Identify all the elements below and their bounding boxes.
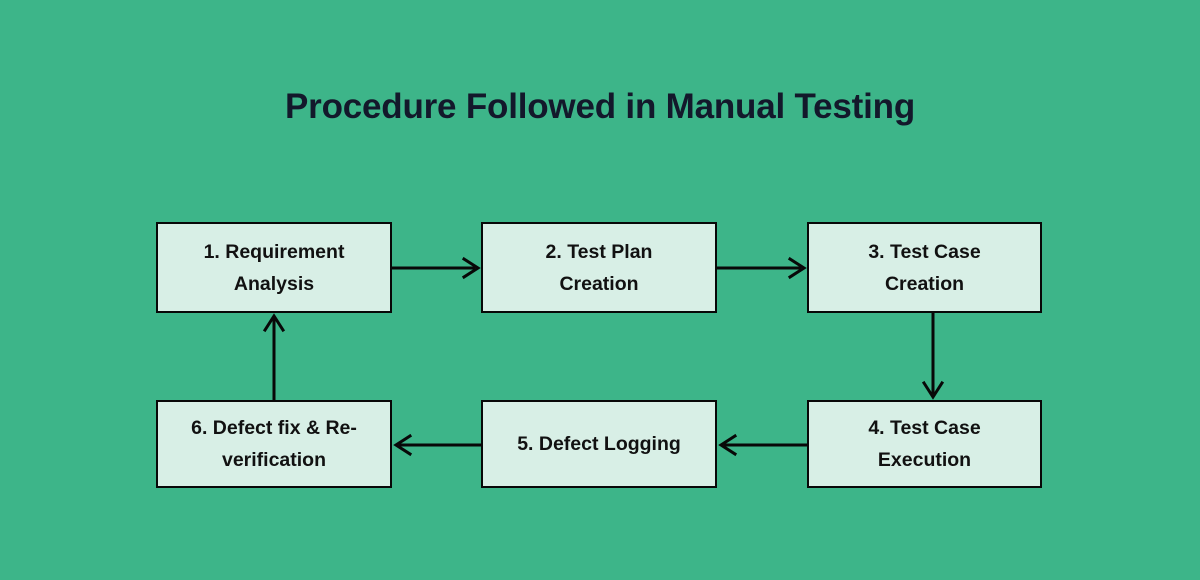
flow-node-2-line2: Creation bbox=[559, 272, 639, 295]
arrow-node6-to-node1 bbox=[260, 312, 288, 401]
flow-node-5-defect-logging[interactable]: 5. Defect Logging bbox=[481, 400, 717, 488]
arrow-node5-to-node6 bbox=[392, 431, 482, 459]
flow-node-6-label: 6. Defect fix & Re-verification bbox=[172, 412, 376, 476]
arrow-node4-to-node5 bbox=[717, 431, 808, 459]
flow-node-4-line2: Execution bbox=[877, 449, 972, 471]
flow-node-3-line1: 3. Test Case bbox=[868, 240, 981, 263]
flow-node-3-line2: Creation bbox=[884, 272, 965, 295]
flow-node-1-line1: 1. Requirement bbox=[203, 240, 345, 263]
flow-node-5-label: 5. Defect Logging bbox=[517, 433, 681, 455]
flow-node-1-line2: Analysis bbox=[233, 272, 315, 295]
flow-node-6-line1: 6. Defect fix & Re- bbox=[191, 417, 357, 439]
arrow-node3-to-node4 bbox=[919, 313, 947, 401]
flow-node-2-line1: 2. Test Plan bbox=[545, 240, 653, 263]
flow-node-6-line2: verification bbox=[221, 449, 327, 471]
flow-node-4-line1: 4. Test Case bbox=[868, 417, 981, 439]
page-title: Procedure Followed in Manual Testing bbox=[285, 87, 915, 126]
flow-node-6-defect-fix-reverification[interactable]: 6. Defect fix & Re-verification bbox=[156, 400, 392, 488]
arrow-node1-to-node2 bbox=[392, 254, 482, 282]
arrow-node2-to-node3 bbox=[717, 254, 808, 282]
